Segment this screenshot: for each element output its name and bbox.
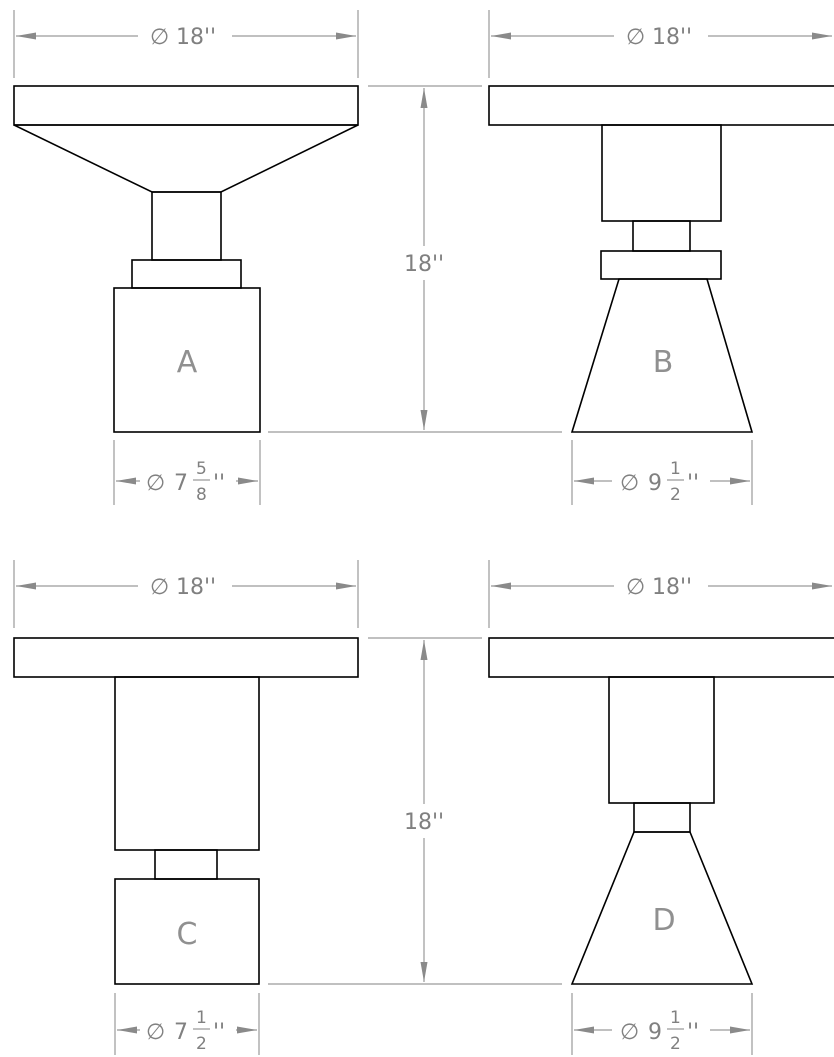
top-diameter-label: 18'' xyxy=(652,25,692,50)
neck-section xyxy=(151,191,222,261)
neck-section xyxy=(632,220,691,252)
base-diameter-denominator: 8 xyxy=(196,485,207,505)
base-diameter-numerator: 5 xyxy=(196,459,207,479)
base-block xyxy=(114,878,260,985)
view-a-top-diameter-dimension: ∅ 18'' xyxy=(13,10,359,78)
view-c-base-diameter-dimension: ∅ 7 1 2 '' xyxy=(114,993,260,1055)
base-diameter-unit: '' xyxy=(687,1020,699,1045)
diameter-symbol: ∅ xyxy=(620,1020,639,1045)
upper-cylinder xyxy=(114,676,260,851)
base-block xyxy=(113,287,261,433)
collar-section xyxy=(131,259,242,289)
view-b-top-diameter-dimension: ∅ 18'' xyxy=(488,10,832,78)
view-letter-c: C xyxy=(177,917,198,952)
top-plate xyxy=(13,85,359,126)
view-b-body: B xyxy=(488,85,834,433)
view-c-body: C xyxy=(13,637,359,985)
base-diameter-unit: '' xyxy=(213,471,225,496)
view-letter-b: B xyxy=(653,345,674,380)
view-d-base-diameter-dimension: ∅ 9 1 2 '' xyxy=(571,993,753,1055)
diameter-symbol: ∅ xyxy=(146,1020,165,1045)
diameter-symbol: ∅ xyxy=(146,471,165,496)
collar-section xyxy=(600,250,722,280)
view-a: ∅ 18'' A ∅ 7 5 8 '' xyxy=(13,10,359,505)
diameter-symbol: ∅ xyxy=(626,575,645,600)
view-d: ∅ 18'' D ∅ 9 1 2 '' xyxy=(488,560,834,1055)
base-diameter-unit: '' xyxy=(213,1020,225,1045)
top-plate xyxy=(488,637,834,678)
height-dimension-top-row: 18'' xyxy=(268,85,562,433)
base-diameter-whole: 9 xyxy=(648,471,662,496)
base-diameter-denominator: 2 xyxy=(196,1034,207,1054)
base-diameter-denominator: 2 xyxy=(670,1034,681,1054)
upper-cylinder xyxy=(608,676,715,804)
top-diameter-label: 18'' xyxy=(176,25,216,50)
view-a-body: A xyxy=(13,85,359,433)
view-letter-d: D xyxy=(652,903,675,938)
diameter-symbol: ∅ xyxy=(626,25,645,50)
view-b-base-diameter-dimension: ∅ 9 1 2 '' xyxy=(571,440,753,505)
tapered-base xyxy=(570,278,754,433)
view-b: ∅ 18'' B ∅ 9 1 2 '' xyxy=(488,10,834,505)
base-diameter-numerator: 1 xyxy=(670,459,681,479)
top-diameter-label: 18'' xyxy=(652,575,692,600)
neck-section xyxy=(154,849,218,880)
base-diameter-whole: 9 xyxy=(648,1020,662,1045)
base-diameter-numerator: 1 xyxy=(196,1008,207,1028)
view-c: ∅ 18'' C ∅ 7 1 2 '' xyxy=(13,560,359,1055)
view-letter-a: A xyxy=(177,345,198,380)
height-label: 18'' xyxy=(404,810,444,835)
funnel-section xyxy=(13,124,359,193)
view-d-body: D xyxy=(488,637,834,985)
base-diameter-whole: 7 xyxy=(174,471,188,496)
base-diameter-unit: '' xyxy=(687,471,699,496)
tapered-base xyxy=(570,831,754,985)
top-plate xyxy=(13,637,359,678)
diameter-symbol: ∅ xyxy=(620,471,639,496)
view-d-top-diameter-dimension: ∅ 18'' xyxy=(488,560,832,628)
diameter-symbol: ∅ xyxy=(150,575,169,600)
diameter-symbol: ∅ xyxy=(150,25,169,50)
height-label: 18'' xyxy=(404,252,444,277)
top-plate xyxy=(488,85,834,126)
base-diameter-denominator: 2 xyxy=(670,485,681,505)
base-diameter-numerator: 1 xyxy=(670,1008,681,1028)
view-c-top-diameter-dimension: ∅ 18'' xyxy=(13,560,359,628)
neck-section xyxy=(633,802,691,833)
upper-cylinder xyxy=(601,124,722,222)
top-diameter-label: 18'' xyxy=(176,575,216,600)
view-a-base-diameter-dimension: ∅ 7 5 8 '' xyxy=(113,440,261,505)
base-diameter-whole: 7 xyxy=(174,1020,188,1045)
height-dimension-bottom-row: 18'' xyxy=(268,637,562,985)
